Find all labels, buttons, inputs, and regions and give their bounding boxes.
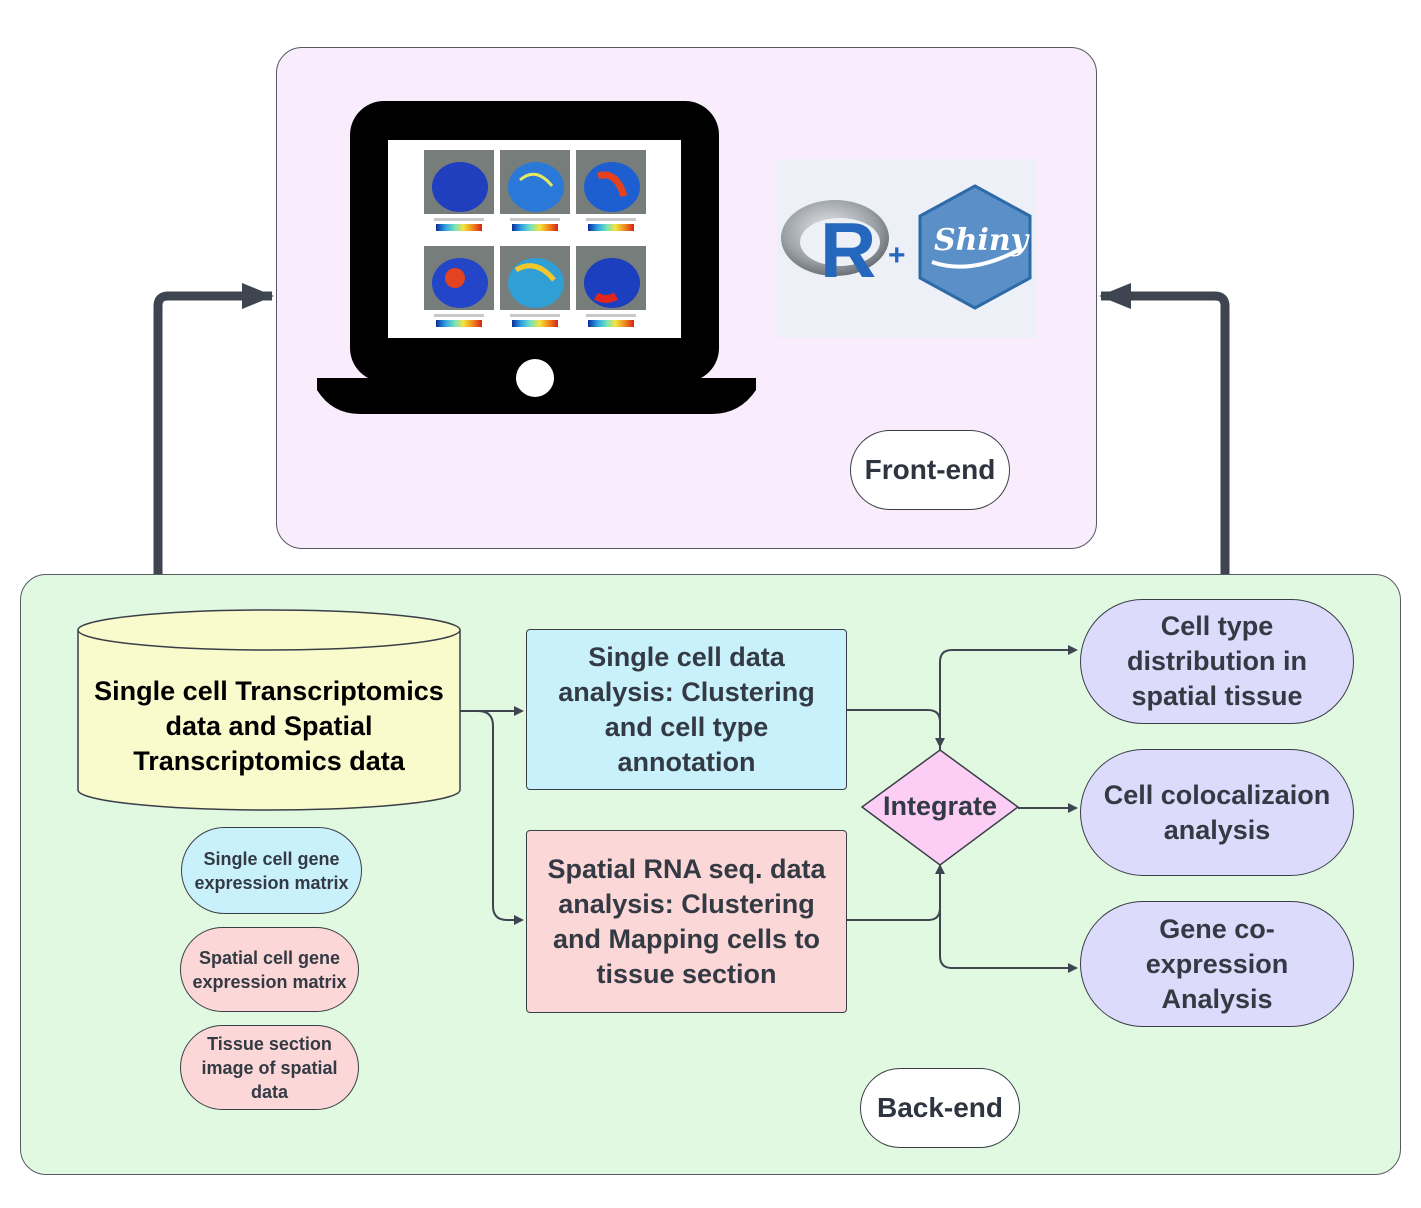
thumbnail-caption xyxy=(434,314,484,317)
laptop-base-icon xyxy=(317,359,756,414)
thumbnail-caption xyxy=(510,218,560,221)
colorbar xyxy=(436,320,482,327)
data-source-label: Single cell Transcriptomics data and Spa… xyxy=(94,675,444,776)
frontend-label: Front-end xyxy=(850,430,1010,510)
integrate-label: Integrate xyxy=(882,790,998,821)
thumbnail-caption xyxy=(586,218,636,221)
thumbnail-caption xyxy=(510,314,560,317)
output-gene-coexpression: Gene co-expression Analysis xyxy=(1080,901,1354,1027)
input-tissue-image: Tissue section image of spatial data xyxy=(180,1025,359,1110)
connector-integrate-to-coexpression xyxy=(939,865,1078,973)
backend-label: Back-end xyxy=(860,1068,1020,1148)
connector-single-cell-to-integrate xyxy=(846,709,945,748)
colorbar xyxy=(436,224,482,231)
input-single-cell-matrix: Single cell gene expression matrix xyxy=(181,827,362,914)
r-logo-icon: R + xyxy=(781,200,906,294)
spatial-analysis-box: Spatial RNA seq. data analysis: Clusteri… xyxy=(526,830,847,1013)
database-cylinder-icon xyxy=(77,609,461,811)
r-letter: R xyxy=(820,206,876,294)
shiny-hex-logo-icon: Shiny xyxy=(918,184,1032,310)
backend-to-frontend-arrow-right xyxy=(1099,283,1230,574)
output-cell-type-distribution: Cell type distribution in spatial tissue xyxy=(1080,599,1354,724)
colorbar xyxy=(588,224,634,231)
thumbnail-caption xyxy=(434,218,484,221)
colorbar xyxy=(588,320,634,327)
colorbar xyxy=(512,224,558,231)
connector-spatial-to-integrate xyxy=(846,864,945,921)
backend-to-frontend-arrow-left xyxy=(153,283,274,574)
tissue-blobs xyxy=(432,162,640,308)
output-cell-colocalization: Cell colocalizaion analysis xyxy=(1080,749,1354,876)
colorbar xyxy=(512,320,558,327)
thumbnail-caption xyxy=(586,314,636,317)
plus-sign: + xyxy=(888,239,906,272)
connector-data-to-spatial xyxy=(477,710,524,925)
single-cell-analysis-box: Single cell data analysis: Clustering an… xyxy=(526,629,847,790)
input-spatial-matrix: Spatial cell gene expression matrix xyxy=(180,927,359,1012)
connector-integrate-to-distribution xyxy=(939,645,1078,750)
